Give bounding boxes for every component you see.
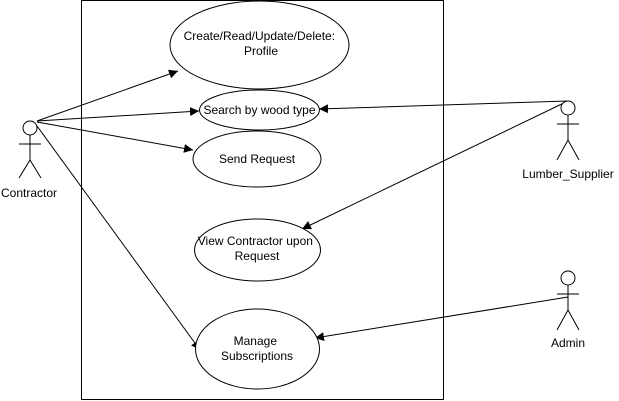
use-case-crud-profile-shape <box>169 0 350 90</box>
actor-contractor-head-icon <box>22 120 38 136</box>
svg-text:Send Request: Send Request <box>219 152 296 166</box>
use-case-send-request-shape <box>192 130 322 188</box>
use-case-manage-subscriptions-line2: Subscriptions <box>221 349 293 363</box>
use-case-view-contractor-line2: Request <box>235 249 280 263</box>
associations <box>36 69 569 351</box>
use-case-view-contractor-shape <box>194 218 321 282</box>
use-case-send-request-label: Send Request <box>219 152 296 166</box>
actor-lumber-supplier-leg-left <box>556 139 569 161</box>
actor-admin-leg-left <box>556 309 569 331</box>
actor-contractor-label: Contractor <box>1 186 57 200</box>
actor-lumber-supplier-label: Lumber_Supplier <box>522 167 613 181</box>
use-case-manage-subscriptions-line1: Manage <box>234 334 278 348</box>
actor-contractor-leg-left <box>18 159 31 179</box>
use-case-view-contractor[interactable]: View Contractor upon Request <box>194 218 321 282</box>
actor-admin-leg-right <box>567 309 580 331</box>
svg-text:Manage Subscriptions: Manage Subscriptions <box>221 334 293 363</box>
svg-text:Search by wood type: Search by wood type <box>203 103 315 117</box>
actor-admin-label: Admin <box>551 336 585 350</box>
assoc-admin-manage-subscriptions[interactable] <box>314 296 569 342</box>
actor-lumber-supplier-leg-right <box>567 139 580 161</box>
use-case-crud-profile[interactable]: Create/Read/Update/Delete: Profile <box>169 0 350 90</box>
actor-lumber-supplier[interactable] <box>556 100 580 161</box>
use-case-search-label: Search by wood type <box>203 103 315 117</box>
actor-contractor-leg-right <box>29 159 42 179</box>
assoc-supplier-view-contractor[interactable] <box>301 100 569 230</box>
actor-lumber-supplier-head-icon <box>560 100 576 116</box>
assoc-contractor-send-request[interactable] <box>36 121 194 153</box>
use-case-manage-subscriptions-shape <box>195 308 320 390</box>
use-case-crud-profile-line1: Create/Read/Update/Delete: <box>184 29 335 43</box>
use-case-send-request[interactable]: Send Request <box>192 130 322 188</box>
actor-admin-head-icon <box>560 270 576 286</box>
use-case-search[interactable]: Search by wood type <box>199 89 320 131</box>
assoc-contractor-search[interactable] <box>36 107 200 122</box>
assoc-contractor-crud-profile[interactable] <box>36 69 179 122</box>
use-case-manage-subscriptions[interactable]: Manage Subscriptions <box>195 308 320 390</box>
assoc-contractor-manage-subscriptions[interactable] <box>36 125 201 351</box>
svg-text:Create/Read/Update/Delete:: Create/Read/Update/Delete: Profile <box>184 29 339 58</box>
use-case-crud-profile-line2: Profile <box>244 44 278 58</box>
assoc-supplier-search[interactable] <box>318 100 569 114</box>
svg-text:View Contractor upon Req: View Contractor upon Request <box>198 234 317 263</box>
use-case-search-shape <box>199 89 320 131</box>
actor-contractor[interactable] <box>18 120 42 179</box>
actor-admin[interactable] <box>556 270 580 331</box>
use-case-view-contractor-line1: View Contractor upon <box>198 234 313 248</box>
